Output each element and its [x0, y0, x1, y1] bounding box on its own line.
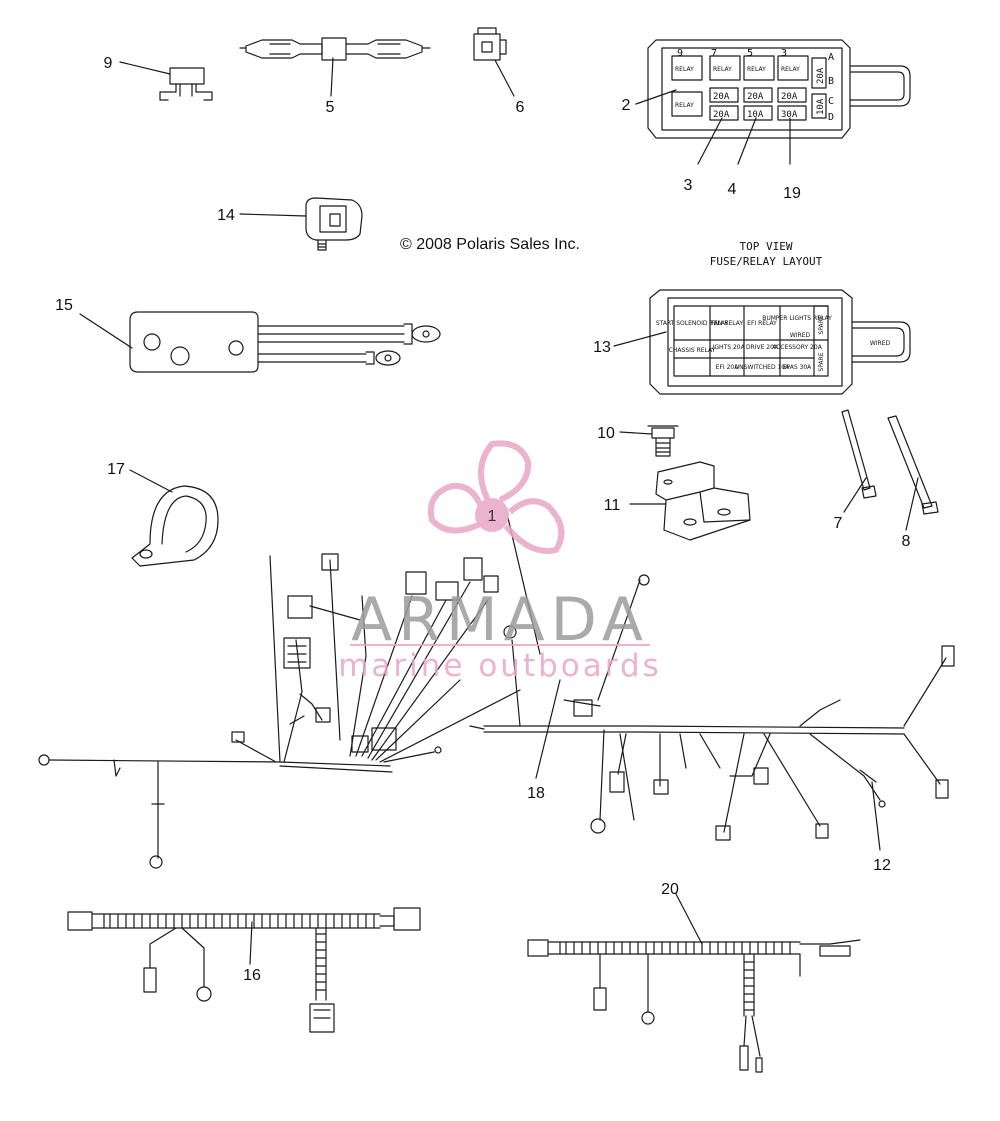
part-fuse-relay-layout-box[interactable]	[649, 289, 911, 395]
top-view-title: TOP VIEW	[740, 240, 793, 253]
relay-label: RELAY	[747, 66, 766, 73]
layout-spare: SPARE	[818, 352, 825, 371]
fuse-row-letter: B	[828, 76, 834, 87]
relay-label: RELAY	[675, 66, 694, 73]
propeller-logo	[428, 440, 565, 554]
layout-cell: UNSWITCHED 10A	[735, 364, 790, 371]
leader-18	[535, 679, 561, 779]
leader-17	[129, 469, 173, 493]
fuse-rating: 20A	[781, 92, 798, 102]
part-fuse-relay-box[interactable]	[647, 39, 911, 139]
fuse-row-letter: D	[828, 112, 834, 123]
top-view-subtitle: FUSE/RELAY LAYOUT	[710, 255, 823, 268]
leader-16	[249, 921, 253, 965]
callout-15: 15	[55, 297, 73, 314]
callout-3: 3	[684, 177, 693, 194]
layout-cell: BUMPER LIGHTS RELAY	[762, 315, 832, 322]
leader-8	[905, 477, 919, 531]
callout-4: 4	[728, 181, 737, 198]
fuse-row-letter: C	[828, 96, 834, 107]
callout-6: 6	[516, 99, 525, 116]
layout-cell: EFI 20A	[716, 364, 740, 371]
leader-15	[79, 313, 133, 349]
relay-label: RELAY	[675, 102, 694, 109]
leader-14	[239, 213, 307, 217]
callout-2: 2	[622, 97, 631, 114]
layout-cell: CHASSIS RELAY	[669, 347, 716, 354]
fuse-rating: 20A	[713, 92, 730, 102]
layout-cell: EFI RELAY	[747, 320, 777, 327]
fuse-rating: 30A	[781, 110, 798, 120]
leader-1	[507, 517, 541, 655]
leader-2	[635, 89, 677, 105]
layout-cell: LIGHTS 20A	[709, 344, 745, 351]
leader-5	[330, 57, 334, 97]
leader-13	[613, 331, 667, 347]
watermark-title: ARMADA	[351, 585, 649, 655]
leader-12	[871, 781, 881, 851]
leader-20	[675, 893, 703, 945]
callout-7: 7	[834, 515, 843, 532]
fuse-rating: 20A	[747, 92, 764, 102]
part-cable-tie-small[interactable]	[841, 409, 877, 499]
part-ground-strap[interactable]	[129, 311, 441, 373]
layout-cell: START SOLENOID RELAY	[656, 320, 729, 327]
watermark: 1 ARMADA marine outboards	[338, 440, 662, 684]
fuse-slot-number: 9	[677, 48, 683, 59]
part-bracket[interactable]	[655, 461, 751, 541]
layout-cell: DRIVE 20A	[746, 344, 779, 351]
part-clamp[interactable]	[131, 485, 219, 567]
fuse-slot-number: 7	[711, 48, 717, 59]
callout-11: 11	[604, 497, 621, 514]
part-cable-tie-large[interactable]	[887, 415, 939, 515]
fuse-rating-side: 20A	[816, 67, 826, 84]
callout-14: 14	[217, 207, 235, 224]
layout-cell: FAN RELAY	[711, 320, 743, 327]
callout-18: 18	[527, 785, 545, 802]
part-sub-harness-right[interactable]	[527, 939, 861, 1073]
copyright-notice: © 2008 Polaris Sales Inc.	[400, 236, 580, 253]
leader-10	[619, 431, 653, 435]
leader-4	[737, 117, 757, 165]
part-sensor[interactable]	[305, 197, 363, 251]
fuse-slot-number: 3	[781, 48, 787, 59]
fuse-slot-number: 5	[747, 48, 753, 59]
callout-8: 8	[902, 533, 911, 550]
callout-5: 5	[326, 99, 335, 116]
fuse-rating: 20A	[713, 110, 730, 120]
part-inline-fuse-holder[interactable]	[239, 37, 431, 61]
fuse-rating-side: 10A	[816, 98, 826, 115]
watermark-subtitle: marine outboards	[338, 648, 662, 684]
fuse-row-letter: A	[828, 52, 834, 63]
part-main-wire-harness[interactable]	[38, 553, 955, 869]
callout-16: 16	[243, 967, 261, 984]
part-sub-harness-left[interactable]	[67, 907, 421, 1033]
leader-6	[494, 59, 515, 97]
relay-label: RELAY	[713, 66, 732, 73]
part-circuit-breaker[interactable]	[159, 67, 213, 101]
callout-10: 10	[597, 425, 615, 442]
leader-9	[119, 61, 171, 75]
layout-wired: WIRED	[790, 332, 811, 339]
callout-17: 17	[107, 461, 125, 478]
layout-cell: EPAS 30A	[783, 364, 812, 371]
fuse-rating: 10A	[747, 110, 764, 120]
part-bolt[interactable]	[647, 425, 679, 457]
callout-13: 13	[593, 339, 611, 356]
callout-1: 1	[488, 508, 497, 525]
layout-cell: ACCESSORY 20A	[772, 344, 823, 351]
part-connector[interactable]	[473, 27, 507, 61]
callout-20: 20	[661, 881, 679, 898]
callout-12: 12	[873, 857, 891, 874]
layout-spare: SPARE	[818, 315, 825, 334]
leader-7	[843, 477, 867, 513]
callout-9: 9	[104, 55, 113, 72]
callout-19: 19	[783, 185, 801, 202]
propeller-hub	[475, 498, 509, 532]
layout-wired: WIRED	[870, 340, 891, 347]
relay-label: RELAY	[781, 66, 800, 73]
leader-3	[697, 117, 723, 165]
